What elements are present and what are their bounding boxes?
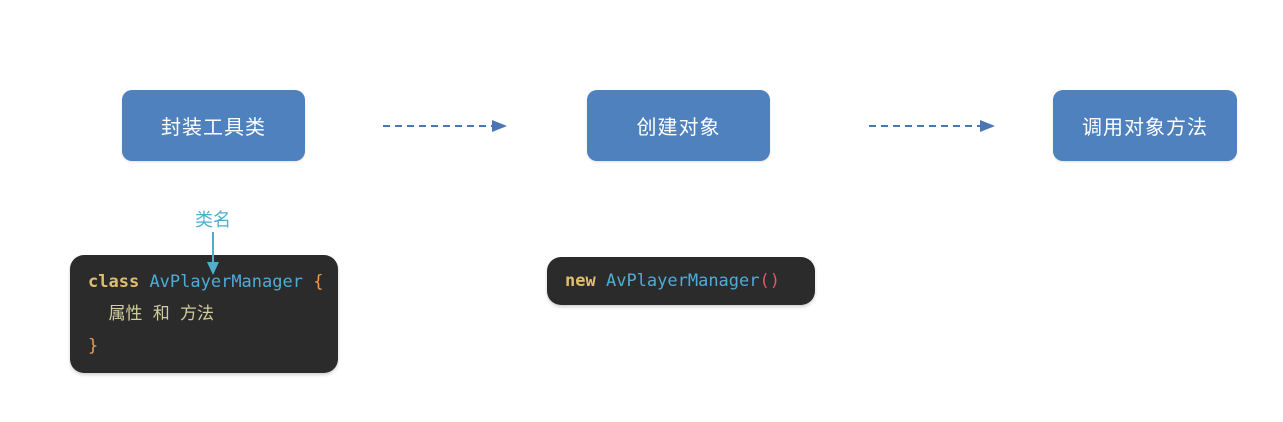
flow-step-encapsulate-class: 封装工具类 xyxy=(122,90,305,161)
code-line: class AvPlayerManager { xyxy=(88,272,324,292)
code-line: } xyxy=(88,336,99,356)
flow-step-encapsulate-class-label: 封装工具类 xyxy=(161,117,266,139)
code-line: new AvPlayerManager() xyxy=(565,271,780,291)
code-block-class-definition: class AvPlayerManager { 属性 和 方法} xyxy=(70,255,338,373)
class-name-pointer-arrow-icon xyxy=(207,232,219,275)
dashed-arrow-2 xyxy=(869,120,995,132)
dashed-arrow-1 xyxy=(383,120,507,132)
flow-step-create-object: 创建对象 xyxy=(587,90,770,161)
flow-step-call-object-method-label: 调用对象方法 xyxy=(1082,117,1208,139)
code-block-new-instance: new AvPlayerManager() xyxy=(547,257,815,305)
flow-step-call-object-method: 调用对象方法 xyxy=(1053,90,1237,161)
class-name-annotation-label: 类名 xyxy=(195,210,231,230)
flow-step-create-object-label: 创建对象 xyxy=(636,117,721,139)
code-line: 属性 和 方法 xyxy=(108,304,214,324)
